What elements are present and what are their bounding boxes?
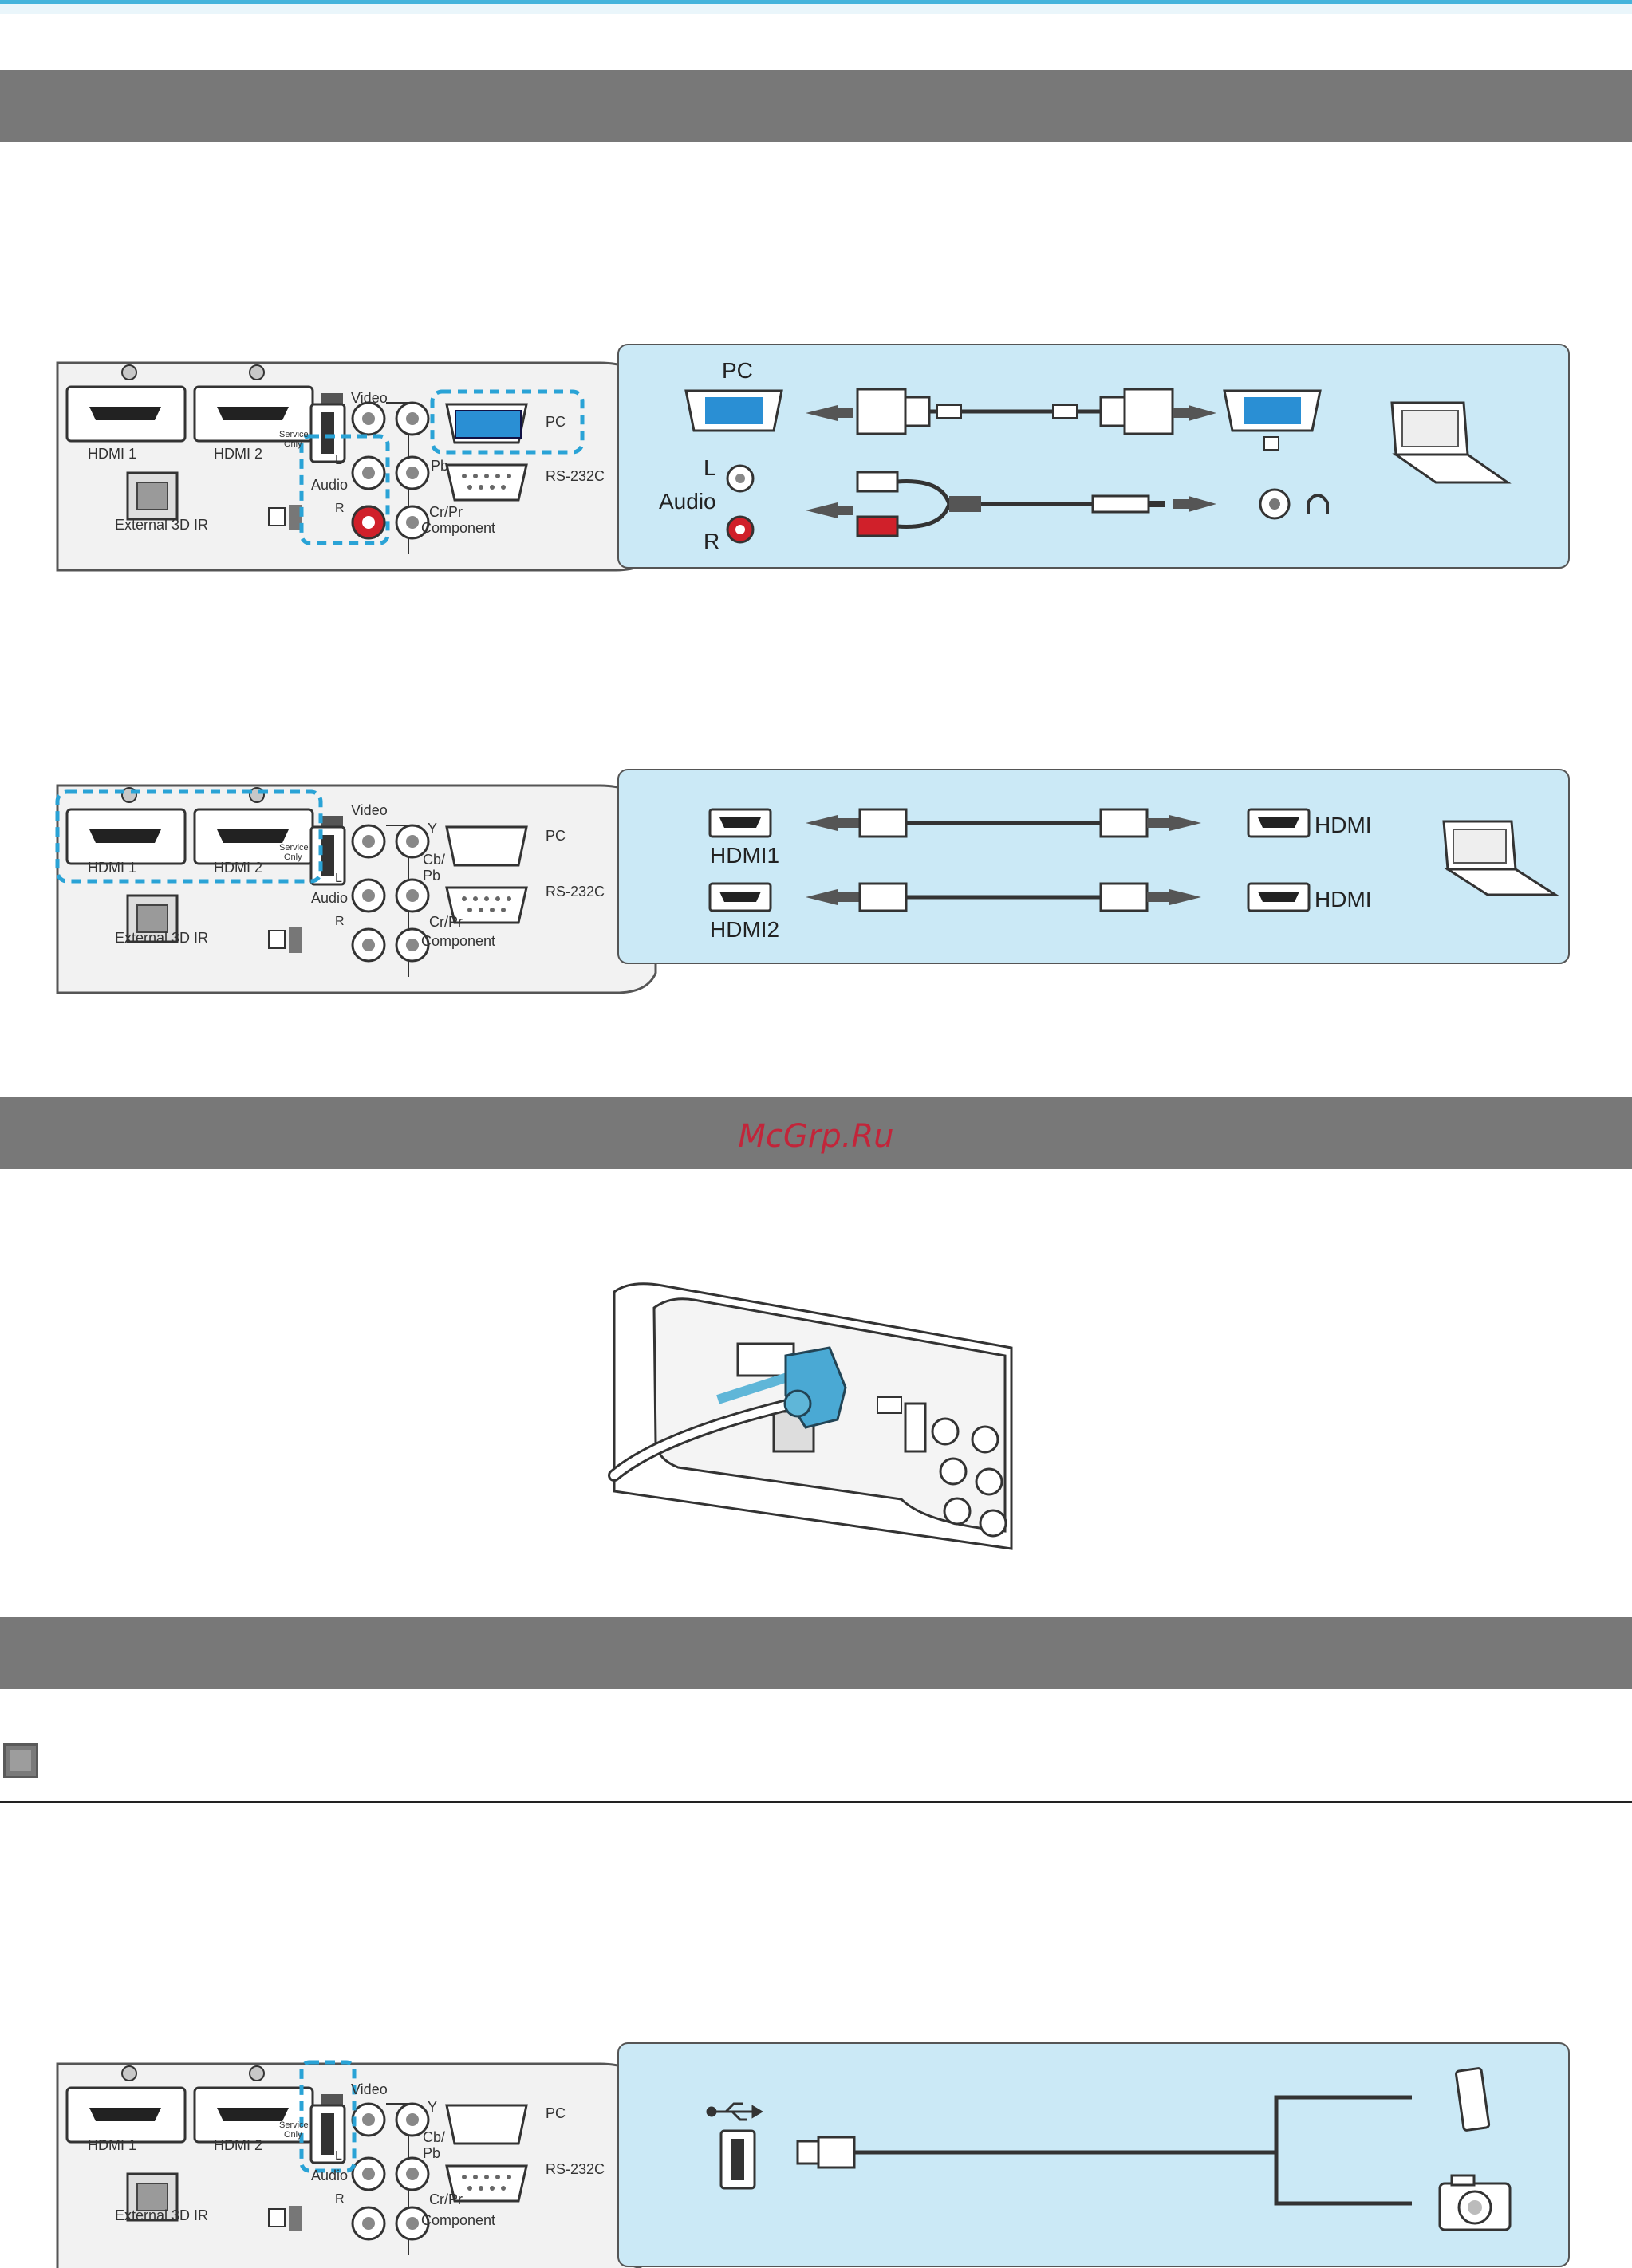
hdmi1-label: HDMI 1 bbox=[88, 860, 136, 876]
hdmi-cable-1 bbox=[708, 808, 1311, 838]
pc-label: PC bbox=[546, 828, 566, 844]
y-label: Y bbox=[428, 2099, 437, 2115]
usb-connection-illustration bbox=[706, 2067, 1512, 2231]
service-label: Service bbox=[279, 430, 309, 439]
laptop-icon bbox=[1390, 401, 1512, 484]
connection-diagram-pc bbox=[617, 344, 1570, 569]
hdmi1-label: HDMI 1 bbox=[88, 446, 136, 462]
video-label: Video bbox=[351, 2081, 388, 2097]
cb-label: Cb/ bbox=[423, 852, 445, 868]
top-rule bbox=[0, 0, 1632, 14]
l-label: L bbox=[335, 2149, 342, 2163]
hdmi2-label: HDMI 2 bbox=[214, 2137, 262, 2153]
diagram2-hdmi1-label: HDMI1 bbox=[710, 843, 779, 868]
diagram2-hdmi2-label: HDMI2 bbox=[710, 917, 779, 942]
video-label: Video bbox=[351, 390, 388, 406]
video-label: Video bbox=[351, 802, 388, 818]
component-label: Component bbox=[421, 2212, 495, 2228]
laptop-icon bbox=[1442, 820, 1560, 896]
pb-label: Pb bbox=[423, 2145, 440, 2161]
section-header-band-1 bbox=[0, 70, 1632, 142]
y-label: Y bbox=[428, 821, 437, 837]
crpr-label: Cr/Pr bbox=[429, 914, 463, 930]
rs232c-label: RS-232C bbox=[546, 468, 605, 484]
vga-cable-illustration bbox=[684, 388, 1322, 451]
cb-label: Cb/ bbox=[423, 2129, 445, 2145]
panel2-labels: HDMI 1 HDMI 2 Service Only Video L Audio… bbox=[88, 802, 605, 949]
hdmi-cable-2 bbox=[708, 882, 1311, 912]
diagram1-pc-label: PC bbox=[722, 358, 753, 383]
external-3d-ir-label: External 3D IR bbox=[115, 930, 208, 946]
rs232c-label: RS-232C bbox=[546, 884, 605, 900]
external-3d-ir-label: External 3D IR bbox=[115, 517, 208, 533]
external-3d-ir-label: External 3D IR bbox=[115, 2207, 208, 2223]
subsection-divider bbox=[0, 1801, 1632, 1803]
l-label: L bbox=[335, 454, 342, 467]
camera-icon bbox=[1438, 2174, 1512, 2231]
component-label: Component bbox=[421, 520, 495, 536]
diagram1-l-label: L bbox=[704, 455, 716, 480]
subsection-marker-icon bbox=[3, 1743, 38, 1778]
crpr-label: Cr/Pr bbox=[429, 504, 463, 520]
only-label: Only bbox=[284, 852, 302, 862]
watermark: McGrp.Ru bbox=[738, 1118, 894, 1155]
cable-holder-illustration bbox=[608, 1282, 1013, 1550]
headphone-icon bbox=[1307, 494, 1329, 514]
only-label: Only bbox=[284, 2130, 302, 2140]
pb-label: Pb bbox=[431, 458, 448, 474]
audio-label: Audio bbox=[311, 2168, 348, 2183]
pc-label: PC bbox=[546, 414, 566, 430]
diagram1-audio-label: Audio bbox=[659, 489, 716, 514]
hdmi1-label: HDMI 1 bbox=[88, 2137, 136, 2153]
r-label: R bbox=[335, 2192, 345, 2206]
pb-label: Pb bbox=[423, 868, 440, 884]
section-header-band-2 bbox=[0, 1097, 1632, 1169]
pc-label: PC bbox=[546, 2105, 566, 2121]
audio-label: Audio bbox=[311, 890, 348, 906]
diagram2-hdmi-b-label: HDMI bbox=[1315, 887, 1372, 912]
l-label: L bbox=[335, 872, 342, 885]
r-label: R bbox=[335, 915, 345, 928]
rs232c-label: RS-232C bbox=[546, 2161, 605, 2177]
audio-label: Audio bbox=[311, 477, 348, 493]
component-label: Component bbox=[421, 933, 495, 949]
diagram1-r-label: R bbox=[704, 529, 719, 553]
diagram2-hdmi-a-label: HDMI bbox=[1315, 813, 1372, 837]
connection-diagram-usb bbox=[617, 2042, 1570, 2267]
usb-flash-drive-icon bbox=[1455, 2067, 1491, 2132]
only-label: Only bbox=[284, 439, 302, 449]
section-header-band-3 bbox=[0, 1617, 1632, 1689]
usb-symbol-icon bbox=[706, 2102, 763, 2121]
service-label: Service bbox=[279, 2120, 309, 2130]
hdmi2-label: HDMI 2 bbox=[214, 446, 262, 462]
crpr-label: Cr/Pr bbox=[429, 2191, 463, 2207]
service-label: Service bbox=[279, 843, 309, 852]
audio-cable-illustration bbox=[726, 464, 1329, 544]
connection-diagram-hdmi bbox=[617, 769, 1570, 964]
hdmi2-label: HDMI 2 bbox=[214, 860, 262, 876]
panel1-labels: HDMI 1 HDMI 2 Service Only Video L Audio… bbox=[88, 390, 605, 536]
r-label: R bbox=[335, 502, 345, 515]
panel3-labels: HDMI 1 HDMI 2 Service Only Video L Audio… bbox=[88, 2081, 605, 2228]
